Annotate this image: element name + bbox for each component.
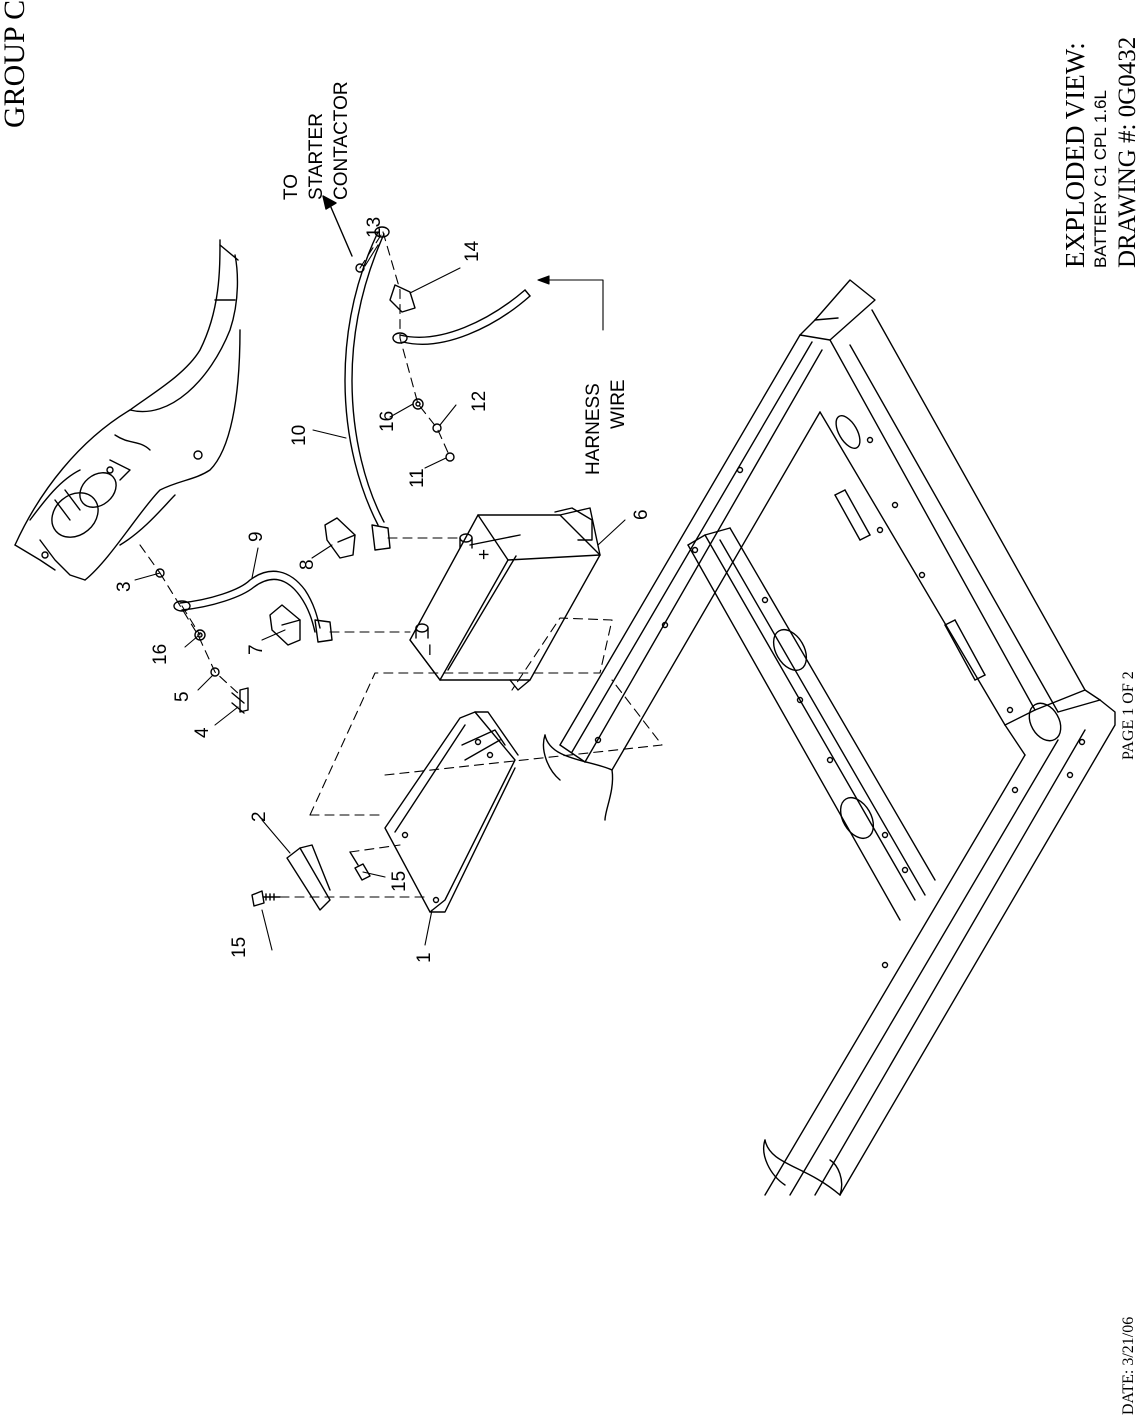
harness-wire (392, 289, 531, 345)
callout-12: 12 (469, 391, 490, 412)
label-to: TO (281, 174, 302, 200)
title-subtitle: BATTERY C1 CPL 1.6L (1091, 90, 1110, 268)
starter-contactor-arrow (322, 195, 353, 257)
callout-15-right: 15 (389, 871, 410, 892)
callout-10: 10 (289, 425, 310, 446)
frame-inner-crossbar (687, 527, 936, 921)
frame-top-crossbar (799, 279, 1086, 726)
group-label: GROUP C (0, 0, 31, 128)
battery-tray (384, 711, 519, 913)
callout-8: 8 (297, 559, 318, 570)
label-wire: WIRE (608, 379, 629, 429)
callout-5: 5 (172, 691, 193, 702)
bolt-4 (231, 687, 249, 714)
callout-2: 2 (249, 811, 270, 822)
leader-lines (134, 244, 626, 951)
nut-3 (155, 568, 165, 578)
callout-13: 13 (364, 217, 385, 238)
callout-6: 6 (631, 509, 652, 520)
date-label: DATE: 3/21/06 (1120, 1317, 1137, 1415)
terminal-cover-8 (324, 517, 356, 559)
callout-3: 3 (114, 581, 135, 592)
frame-bottom-crossbar (763, 689, 1116, 1196)
label-harness: HARNESS (583, 383, 604, 475)
callout-9: 9 (246, 531, 267, 542)
battery-positive-terminal (459, 533, 473, 549)
callout-7: 7 (246, 644, 267, 655)
nut-13 (355, 263, 365, 273)
nut-12 (432, 423, 442, 433)
callout-11: 11 (407, 468, 428, 488)
bolt-15-left (251, 890, 281, 907)
terminal-boot-14 (389, 284, 416, 313)
battery-plus-sign: + (474, 549, 495, 560)
callout-16-top: 16 (377, 411, 398, 432)
title-block: EXPLODED VIEW: BATTERY C1 CPL 1.6L DRAWI… (1060, 37, 1138, 268)
battery-negative-terminal (415, 623, 429, 639)
positive-cable-10 (344, 226, 391, 551)
callout-15-left: 15 (229, 937, 250, 958)
frame (542, 279, 1116, 1196)
hold-down-bracket (286, 844, 331, 911)
bolt-15-right (349, 851, 371, 881)
label-contactor: CONTACTOR (331, 81, 352, 200)
title-exploded-view: EXPLODED VIEW: (1060, 42, 1090, 268)
callout-16-left: 16 (150, 644, 171, 665)
callout-14: 14 (462, 240, 483, 262)
title-drawing-number: DRAWING #: 0G0432 (1114, 37, 1138, 268)
battery (409, 507, 601, 691)
nut-5 (210, 667, 220, 677)
callout-1: 1 (414, 952, 435, 963)
washer-16-top (412, 398, 424, 410)
battery-minus-sign: – (419, 644, 440, 655)
negative-cable-9 (173, 570, 333, 643)
terminal-cover-7 (269, 604, 301, 646)
explosion-lines (139, 231, 663, 898)
label-starter: STARTER (306, 113, 327, 200)
page-label: PAGE 1 OF 2 (1120, 671, 1137, 760)
nut-11 (445, 452, 455, 462)
starter-motor (14, 239, 241, 581)
callout-4: 4 (192, 727, 213, 738)
